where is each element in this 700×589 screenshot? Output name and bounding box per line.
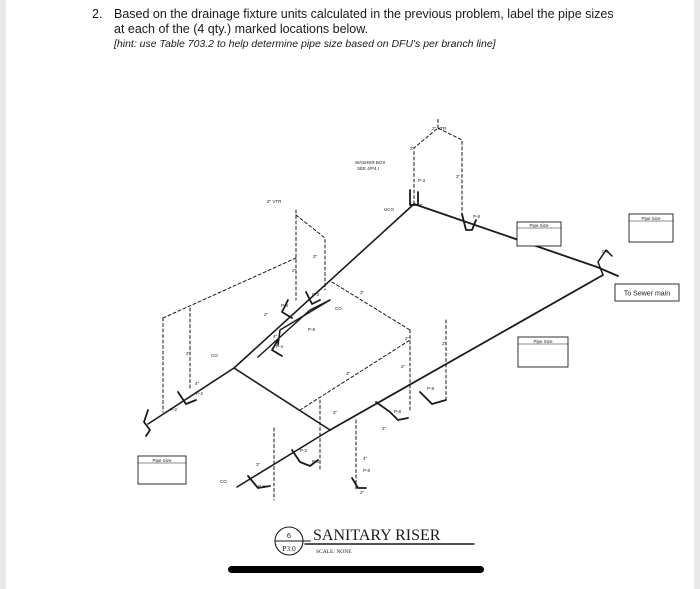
size-label: 2" (360, 490, 365, 495)
pipe-upper-left-riser (257, 299, 331, 358)
washer-box-trap (409, 189, 419, 206)
svg-text:Pipe Size: Pipe Size (533, 339, 553, 344)
pipe-size-boxes: Pipe Size Pipe Size Pipe Size Pipe Size (137, 213, 674, 485)
size-label: 3" (360, 290, 365, 295)
washer-box-label-1: WASHER BOX (355, 160, 385, 165)
size-label: 2" (442, 341, 447, 346)
size-label: 2" (186, 351, 191, 356)
diagram-title: SANITARY RISER (313, 527, 441, 544)
pipe-left-diagonal (233, 367, 331, 431)
main-pipe-lower (329, 274, 604, 431)
size-label: 2" (401, 364, 406, 369)
fixture-tag: P-8 (473, 214, 481, 219)
trap-mid-left (271, 339, 283, 357)
pipe-size-box-3[interactable]: Pipe Size (517, 336, 569, 368)
pipe-size-box-2[interactable]: Pipe Size (628, 213, 674, 243)
question-line-2: at each of the (4 qty.) marked locations… (114, 22, 369, 36)
vent-lower-diagonal (299, 339, 411, 411)
vtr-top-label: 2" VTR (432, 126, 447, 131)
cleanout-label-left: CO (211, 353, 218, 358)
trap-left-2 (177, 391, 197, 405)
fixture-tag: P-2 (170, 407, 178, 412)
trap-upper-mid-1 (281, 299, 293, 319)
question-line-1: Based on the drainage fixture units calc… (114, 7, 614, 21)
question-number: 2. (92, 7, 103, 21)
size-label: 3" (333, 410, 338, 415)
fixture-tag: P-2 (196, 391, 204, 396)
title-block: 6 P3.0 SANITARY RISER SCALE: NONE (274, 526, 441, 556)
cleanout-label-mid: CO (335, 306, 342, 311)
pipe-far-left-run (147, 367, 235, 425)
fixture-tag: P-8 (363, 468, 371, 473)
fixture-tag: P-4 (276, 344, 284, 349)
size-label: 2" (405, 336, 410, 341)
vent-horizontal-mid (331, 281, 411, 331)
fixture-tag: P-3 (418, 178, 426, 183)
size-label: 3" (313, 254, 318, 259)
trap-lower-3 (351, 477, 367, 489)
trap-center-2 (419, 391, 447, 405)
sheet-number: P3.0 (282, 544, 296, 553)
pipe-size-box-4[interactable]: Pipe Size (137, 455, 187, 485)
pipe-size-box-1[interactable]: Pipe Size (516, 221, 562, 247)
trap-lower-2 (247, 475, 271, 489)
trap-left-1 (143, 409, 151, 437)
size-label: 2" (456, 174, 461, 179)
question-text: 2. Based on the drainage fixture units c… (92, 7, 652, 52)
trap-lower-1 (291, 449, 319, 467)
size-label: 2" (264, 312, 269, 317)
size-label: 4" (273, 334, 278, 339)
scale-label: SCALE: NONE (316, 549, 352, 555)
pipe-lower-left-run (236, 429, 331, 488)
question-hint: [hint: use Table 703.2 to help determine… (114, 38, 496, 50)
trap-top-right (461, 213, 477, 231)
main-pipe-upper (413, 203, 619, 277)
main-pipe-branch-to-middle (233, 203, 415, 369)
fixture-tag: P-8 (394, 409, 402, 414)
fixture-tag: P-8 (427, 386, 435, 391)
cleanout-label-bottom: CO (220, 479, 227, 484)
scrollbar-handle[interactable] (228, 566, 484, 573)
size-label: 3" (256, 462, 261, 467)
size-label: 2" (410, 146, 415, 151)
fixture-tag: P-2 (300, 448, 308, 453)
sewer-outlet-trap (597, 249, 613, 276)
size-label: 2" (292, 268, 297, 273)
detail-number: 6 (287, 531, 291, 540)
fixture-tag: P-3 (312, 459, 320, 464)
svg-text:Pipe Size: Pipe Size (641, 216, 661, 221)
trap-center-1 (375, 401, 409, 421)
svg-text:Pipe Size: Pipe Size (529, 223, 549, 228)
vent-riser-left-upper (295, 214, 326, 291)
vent-horizontal-upper (162, 257, 297, 319)
sewer-main-callout: To Sewer main (614, 283, 680, 302)
fixture-tag: P-8 (308, 327, 316, 332)
vtr-left-label: 3" VTR (267, 199, 282, 204)
vent-riser-top (413, 127, 463, 215)
size-label: 3" (346, 371, 351, 376)
svg-text:Pipe Size: Pipe Size (152, 458, 172, 463)
screenshot-right-edge (694, 0, 700, 589)
screenshot-left-edge (0, 0, 6, 589)
cleanout-label-right: CO (602, 249, 609, 254)
size-label: 4" (195, 381, 200, 386)
size-label: 2" (382, 426, 387, 431)
size-label: 4" (363, 456, 368, 461)
trap-upper-mid-2 (305, 291, 321, 305)
fixture-tag: P-8 (258, 484, 266, 489)
fixture-tag: P-3 (312, 292, 320, 297)
size-label: 3" (419, 203, 424, 208)
svg-text:To Sewer main: To Sewer main (624, 291, 670, 298)
uco-label: UCO (384, 207, 394, 212)
washer-box-label-2: SEE 4/P4.I (357, 166, 379, 171)
fixture-tag: P-3 (281, 303, 289, 308)
